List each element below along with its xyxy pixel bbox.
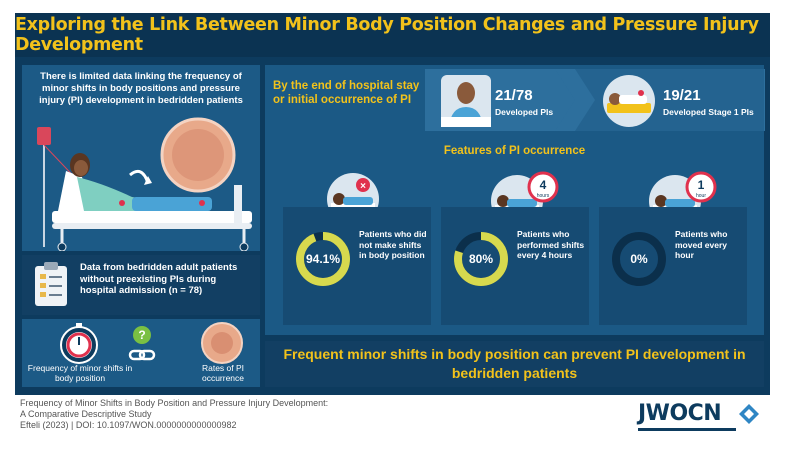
feature-card-every-hour: 0% Patients who moved every hour bbox=[599, 207, 747, 325]
feature-description: Patients who did not make shifts in body… bbox=[359, 229, 427, 260]
feature-description: Patients who performed shifts every 4 ho… bbox=[517, 229, 585, 260]
citation: Frequency of Minor Shifts in Body Positi… bbox=[20, 398, 380, 431]
data-source-panel: Data from bedridden adult patients witho… bbox=[22, 255, 260, 315]
percent-ring: 80% bbox=[453, 231, 509, 287]
conclusion-banner: Frequent minor shifts in body position c… bbox=[265, 341, 764, 387]
results-panel: By the end of hospital stay or initial o… bbox=[265, 65, 765, 335]
percent-value: 94.1% bbox=[305, 252, 341, 266]
citation-doi: Efteli (2023) | DOI: 10.1097/WON.0000000… bbox=[20, 420, 237, 430]
svg-text:4: 4 bbox=[540, 178, 547, 192]
feature-description: Patients who moved every hour bbox=[675, 229, 728, 260]
logo-text: JWOCN bbox=[638, 401, 722, 426]
developed-pi-label: Developed PIs bbox=[495, 107, 554, 117]
question-link-icon: ? bbox=[128, 326, 156, 361]
intro-text: There is limited data linking the freque… bbox=[39, 71, 243, 106]
svg-text:?: ? bbox=[138, 328, 145, 342]
stage1-pi-icon bbox=[603, 75, 655, 127]
variables-panel: ? Frequency of minor shifts in body posi… bbox=[22, 319, 260, 387]
feature-card-four-hours: 80% Patients who performed shifts every … bbox=[441, 207, 589, 325]
left-column: There is limited data linking the freque… bbox=[22, 65, 260, 387]
citation-subtitle: A Comparative Descriptive Study bbox=[20, 409, 152, 419]
percent-ring-arc bbox=[296, 232, 350, 286]
percent-ring: 94.1% bbox=[295, 231, 351, 287]
journal-logo: JWOCN bbox=[638, 401, 768, 431]
percent-ring-arc bbox=[454, 232, 508, 286]
stage1-pi-label: Developed Stage 1 PIs bbox=[663, 107, 754, 117]
background-panel: There is limited data linking the freque… bbox=[22, 65, 260, 251]
infographic-title: Exploring the Link Between Minor Body Po… bbox=[15, 15, 759, 55]
svg-text:1: 1 bbox=[698, 178, 705, 192]
frequency-label: Frequency of minor shifts in body positi… bbox=[27, 363, 133, 383]
svg-text:hour: hour bbox=[696, 193, 706, 199]
svg-text:×: × bbox=[360, 181, 366, 192]
citation-title: Frequency of Minor Shifts in Body Positi… bbox=[20, 398, 329, 408]
developed-pi-value: 21/78 bbox=[495, 87, 533, 104]
clipboard-icon bbox=[35, 262, 67, 306]
infographic: Exploring the Link Between Minor Body Po… bbox=[15, 13, 770, 395]
percent-value: 0% bbox=[630, 252, 648, 266]
patient-in-bed-icon bbox=[441, 75, 491, 127]
svg-text:hours: hours bbox=[537, 193, 550, 199]
percent-value: 80% bbox=[468, 252, 494, 266]
skin-lesion-icon bbox=[201, 322, 243, 364]
data-source-text: Data from bedridden adult patients witho… bbox=[80, 262, 238, 296]
percent-ring: 0% bbox=[611, 231, 667, 287]
feature-card-no-shift: 94.1% Patients who did not make shifts i… bbox=[283, 207, 431, 325]
features-title: Features of PI occurrence bbox=[443, 145, 586, 157]
title-bar: Exploring the Link Between Minor Body Po… bbox=[15, 13, 770, 57]
outcome-heading: By the end of hospital stay or initial o… bbox=[273, 80, 420, 106]
diamond-icon bbox=[739, 404, 759, 424]
bedridden-patient-illustration bbox=[37, 117, 252, 251]
stopwatch-icon bbox=[60, 323, 98, 364]
stage1-pi-value: 19/21 bbox=[663, 87, 701, 104]
rates-label: Rates of PI occurrence bbox=[201, 363, 245, 383]
logo-underline bbox=[638, 428, 736, 431]
